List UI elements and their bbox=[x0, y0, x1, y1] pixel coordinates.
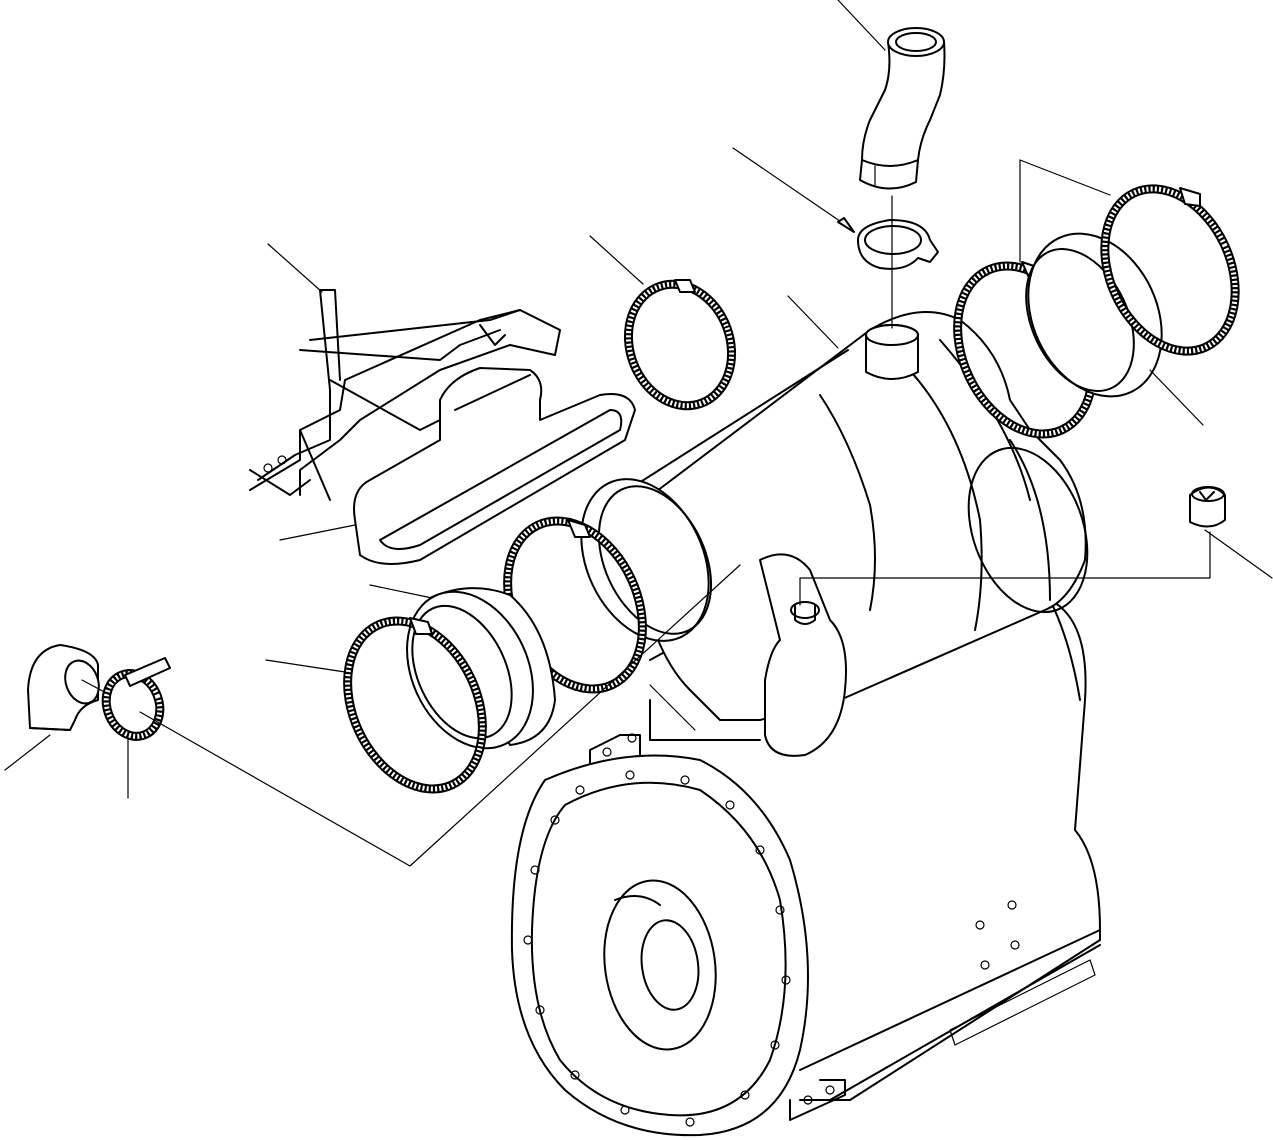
leader-lines bbox=[4, 0, 1273, 867]
small-hose-clamp bbox=[101, 657, 171, 741]
outlet-hose bbox=[859, 27, 946, 190]
rubber-sleeve-left bbox=[406, 587, 556, 750]
wire-bracket bbox=[249, 289, 561, 501]
clamp-ring-left bbox=[343, 616, 487, 794]
rubber-sleeve-right bbox=[1025, 232, 1163, 398]
dust-cap-cover bbox=[353, 367, 636, 565]
element-ring bbox=[580, 478, 713, 642]
clamp-ring-middle-top bbox=[623, 279, 737, 411]
engine-block bbox=[589, 599, 1101, 1121]
clamp-ring-right-b bbox=[1100, 184, 1240, 356]
flywheel-housing bbox=[510, 754, 809, 1137]
rubber-elbow bbox=[27, 644, 100, 731]
dust-indicator bbox=[1189, 486, 1226, 528]
hose-clip bbox=[857, 219, 939, 270]
